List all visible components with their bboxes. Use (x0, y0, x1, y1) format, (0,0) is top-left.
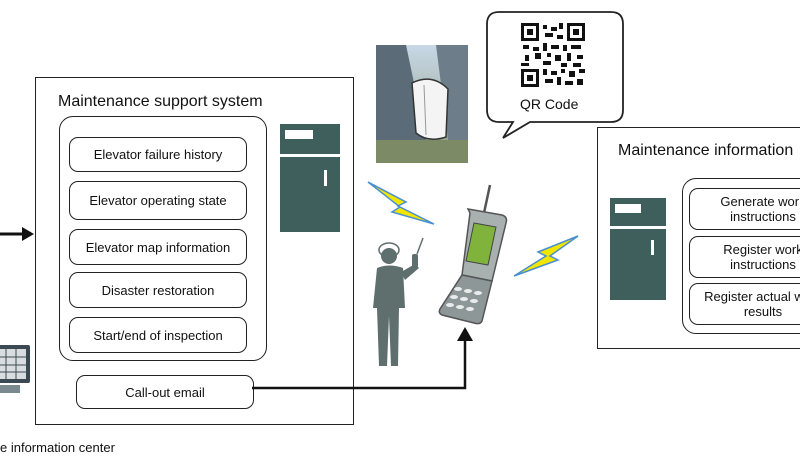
elevator-failure-history-item: Elevator failure history (69, 137, 247, 172)
maintenance-information-title: Maintenance information (618, 142, 794, 159)
left-caption: e information center (0, 440, 115, 455)
mobile-phone-icon (438, 184, 508, 325)
disaster-restoration-item: Disaster restoration (69, 272, 247, 308)
incoming-arrow (0, 227, 34, 241)
register-actual-work-results-item: Register actual work results (689, 283, 800, 325)
maintenance-support-system-title: Maintenance support system (58, 93, 263, 110)
maintenance-support-system-panel: Maintenance support system Elevator fail… (35, 77, 354, 425)
lightning-icon (513, 235, 579, 277)
qr-code-label: QR Code (520, 96, 579, 112)
callout-arrow (252, 327, 473, 390)
server-icon (610, 198, 666, 300)
computer-icon (0, 345, 30, 393)
elevator-operating-state-item: Elevator operating state (69, 181, 247, 220)
elevator-map-information-item: Elevator map information (69, 229, 247, 265)
qr-code-icon (521, 23, 585, 87)
server-icon (280, 124, 340, 232)
register-work-instructions-item: Register work instructions (689, 236, 800, 278)
support-functions-group: Elevator failure history Elevator operat… (59, 116, 267, 361)
generate-work-instructions-item: Generate work instructions (689, 188, 800, 230)
start-end-of-inspection-item: Start/end of inspection (69, 317, 247, 353)
elevator-photo (376, 45, 468, 163)
worker-icon (373, 237, 424, 366)
maintenance-information-panel: Maintenance information Generate work in… (597, 127, 800, 349)
callout-email-item: Call-out email (76, 375, 254, 409)
lightning-icon (367, 181, 435, 225)
